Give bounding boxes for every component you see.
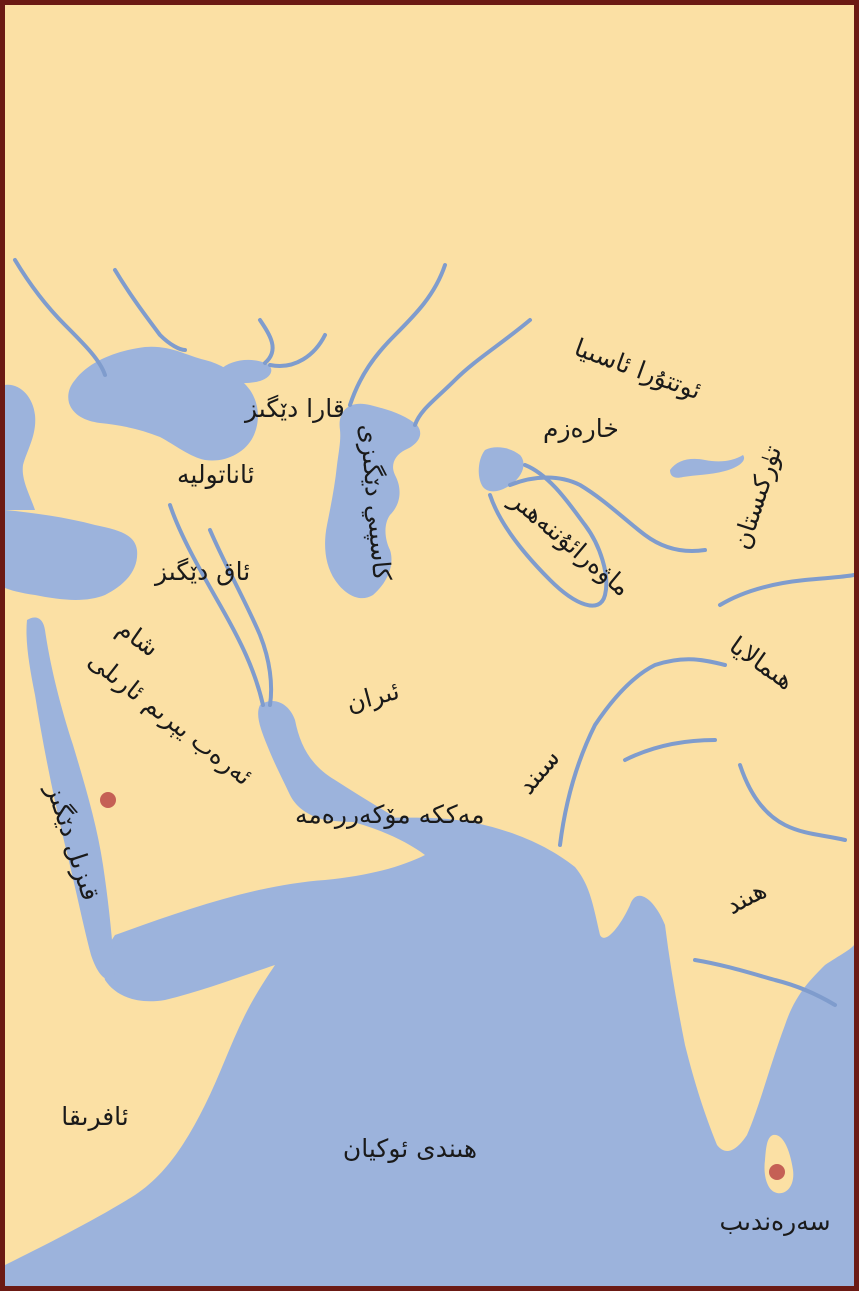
label-anatolia: ئاناتوليه (177, 460, 255, 489)
aral-sea-water (478, 447, 524, 492)
black-sea-water (68, 346, 258, 461)
river-tarim (718, 573, 854, 607)
aegean-water (5, 384, 36, 510)
label-mediterranean: ئاق دێگىز (153, 557, 250, 586)
label-indian-ocean: ھىندى ئوكيان (343, 1134, 477, 1163)
river-danube (13, 258, 107, 377)
river-amu-darya (488, 463, 609, 608)
river-syr-darya (508, 475, 707, 554)
sri-lanka-land (764, 1134, 794, 1194)
label-serendib: سەرەندىب (719, 1207, 830, 1236)
river-indus (558, 657, 727, 847)
river-don (258, 318, 275, 365)
river-ganges-2 (738, 763, 847, 842)
indian-ocean-water (5, 805, 854, 1286)
river-don-upper (268, 333, 327, 368)
persian-gulf-water (258, 700, 395, 822)
mediterranean-water (5, 510, 138, 600)
map-canvas: قارا دێگىز ئاناتوليه ئاق دێگىز شام ئەرەب… (5, 5, 854, 1286)
river-indus-2 (623, 738, 717, 762)
balkhash-lake-water (670, 455, 745, 478)
azov-sea-water (220, 359, 272, 384)
river-dnieper (113, 268, 187, 352)
label-black-sea: قارا دێگىز (243, 394, 345, 423)
river-ural (413, 318, 532, 427)
river-tigris (208, 528, 274, 707)
label-khorezm: خارەزم (543, 414, 619, 443)
label-mecca: مەككە مۆكەررەمە (295, 800, 485, 829)
label-africa: ئافرىقا (61, 1102, 129, 1131)
red-sea-water (26, 617, 116, 981)
city-dot-icon (100, 792, 116, 808)
caspian-sea-water (325, 403, 421, 599)
river-volga (348, 263, 447, 407)
river-euphrates (168, 503, 265, 707)
city-dot-icon (769, 1164, 785, 1180)
river-ganges (693, 958, 837, 1007)
